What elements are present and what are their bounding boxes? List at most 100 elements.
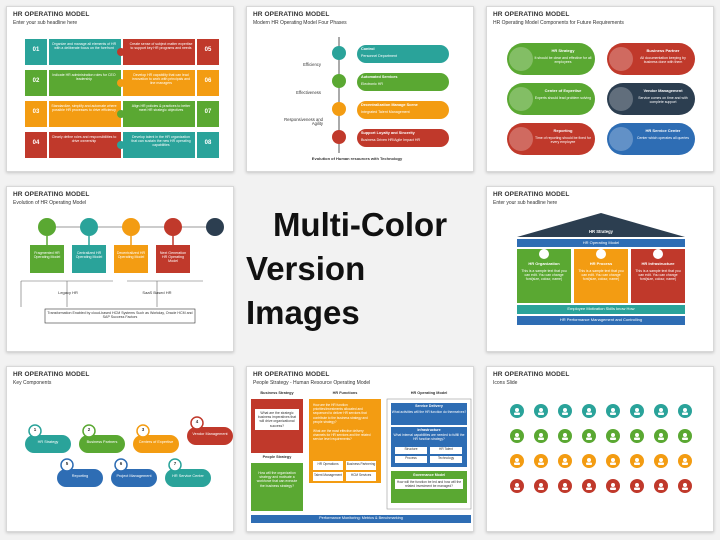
component-head: Vendor Management: [643, 88, 683, 93]
component-number-circle: [136, 424, 150, 438]
component-number: 3: [141, 427, 145, 432]
left-label: Efficiency: [303, 62, 321, 67]
text-tile: [49, 132, 121, 158]
hr-function-text: What are the most effective delivery cha…: [313, 429, 371, 442]
evolution-box-label: Fragmented HR Operating Model: [33, 251, 61, 260]
pillar-head: HR Process: [589, 261, 613, 266]
step-number: 08: [204, 140, 212, 146]
slide-subtitle: Key Components: [13, 380, 52, 386]
component-body: Experts should lead problem solving: [534, 96, 592, 100]
step-text: Develop HR capability that can lead inno…: [132, 73, 190, 86]
pillar-body: This is a sample text that you can edit.…: [521, 269, 567, 282]
number-tile: [197, 132, 219, 158]
thumbnail-slide-7[interactable]: HR OPERATING MODEL People Strategy - Hum…: [246, 366, 474, 532]
phase-sub: Electronic HR: [361, 82, 383, 86]
phase-icon: [332, 74, 346, 88]
component-number-circle: [28, 424, 42, 438]
phase-head: Decentralization Manage Scene: [361, 103, 418, 107]
thumbnail-slide-3[interactable]: HR OPERATING MODEL HR Operating Model Co…: [486, 6, 714, 172]
slide-title: HR OPERATING MODEL: [493, 11, 570, 18]
evolution-icon: [164, 218, 182, 236]
component-card: [607, 123, 695, 155]
component-pill: [165, 469, 211, 487]
component-number-circle: [190, 416, 204, 430]
step-text: Develop talent in the HR organization th…: [131, 135, 191, 148]
column-head: HR Functions: [332, 391, 358, 395]
phase-icon: [332, 130, 346, 144]
slide-title: HR OPERATING MODEL: [493, 191, 570, 198]
infrastructure-question: What internal capabilities are needed to…: [393, 433, 465, 442]
phase-sub: Integrated Talent Management: [361, 110, 410, 114]
step-number: 06: [204, 78, 212, 84]
evolution-box-label: Centralized HR Operating Model: [75, 251, 103, 260]
component-card: [507, 123, 595, 155]
text-tile: [123, 39, 195, 65]
evolution-box-label: Decentralized HR Operating Model: [116, 251, 146, 260]
slide-title: HR OPERATING MODEL: [253, 11, 330, 18]
hr-function-chip: HR Operations: [313, 461, 343, 470]
component-pill: [25, 435, 71, 453]
component-number: 5: [65, 461, 69, 466]
transformation-note: Transformation Enabled by cloud-based HC…: [47, 311, 193, 320]
infrastructure-head: Infrastructure: [417, 428, 441, 432]
left-label: Responsiveness and Agility: [284, 117, 323, 127]
phase-bar: [357, 45, 449, 63]
slide-subtitle: People Strategy - Human Resource Operati…: [253, 380, 371, 386]
number-tile: [197, 39, 219, 65]
business-question: What are the strategic business imperati…: [255, 409, 299, 430]
slide-footer: Evolution of Human resources with Techno…: [311, 156, 403, 161]
component-pill: [111, 469, 157, 487]
infrastructure-chip: Technology: [430, 456, 462, 463]
text-tile: [49, 101, 121, 127]
phase-head: Control: [361, 47, 375, 51]
headline-line-1: Multi-Color: [272, 206, 448, 243]
hr-function-chip: HCM Services: [346, 472, 376, 481]
evolution-icon: [122, 218, 140, 236]
text-tile: [49, 70, 121, 96]
text-tile: [123, 101, 195, 127]
evolution-icon: [206, 218, 224, 236]
headline: Multi-Color Version Images: [246, 186, 474, 352]
slide-subtitle: Evolution of HR Operating Model: [13, 200, 87, 206]
phases-graphic: [332, 37, 449, 153]
service-delivery-question: What activities will the HR function do …: [391, 410, 467, 414]
component-icon: [609, 87, 633, 111]
slide-subtitle: Icons Slide: [493, 380, 518, 386]
thumbnail-slide-5[interactable]: HR OPERATING MODEL Enter your sub headli…: [486, 186, 714, 352]
component-icon: [609, 127, 633, 151]
component-number: 6: [119, 461, 123, 466]
puzzle-graphic: [25, 39, 219, 158]
headline-line-2: Version Images: [246, 250, 366, 331]
thumbnail-slide-2[interactable]: HR OPERATING MODEL Modern HR Operating M…: [246, 6, 474, 172]
step-number: 01: [32, 47, 40, 53]
component-pill: [79, 435, 125, 453]
column-head: Business Strategy: [260, 391, 294, 395]
component-icon: [509, 127, 533, 151]
pillar-body: This is a sample text that you can edit.…: [635, 269, 681, 282]
step-text: Standardize, simplify and automate where…: [51, 104, 117, 113]
hr-function-text: How are the HR function priorities/inves…: [313, 403, 368, 424]
component-number: 1: [33, 427, 37, 432]
thumbnail-slide-8[interactable]: HR OPERATING MODEL Icons Slide: [486, 366, 714, 532]
phase-sub: Personnel Department: [361, 54, 397, 58]
pillar-head: HR Infrastructure: [641, 261, 675, 266]
component-number-circle: [82, 424, 96, 438]
component-number-circle: [168, 458, 182, 472]
governance-head: Governance Model: [412, 473, 446, 477]
thumbnail-slide-1[interactable]: HR OPERATING MODEL Enter your sub headli…: [6, 6, 234, 172]
column-head: HR Operating Model: [410, 391, 448, 395]
infrastructure-chip: Structure: [395, 447, 427, 454]
slide-title: HR OPERATING MODEL: [13, 191, 90, 198]
thumbnail-slide-4[interactable]: HR OPERATING MODEL Evolution of HR Opera…: [6, 186, 234, 352]
puzzle-knob: [117, 79, 125, 87]
components-graphic: [25, 416, 233, 487]
step-number: 02: [32, 78, 40, 84]
phase-icon: [332, 46, 346, 60]
saas-label: SaaS Based HR: [142, 290, 172, 295]
phase-bar: [357, 73, 449, 91]
step-text: Align HR policies & practices to better …: [131, 104, 191, 113]
component-head: HR Service Center: [645, 128, 681, 133]
step-text: Create sense of subject matter expertise…: [129, 42, 193, 51]
phase-bar: [357, 101, 449, 119]
